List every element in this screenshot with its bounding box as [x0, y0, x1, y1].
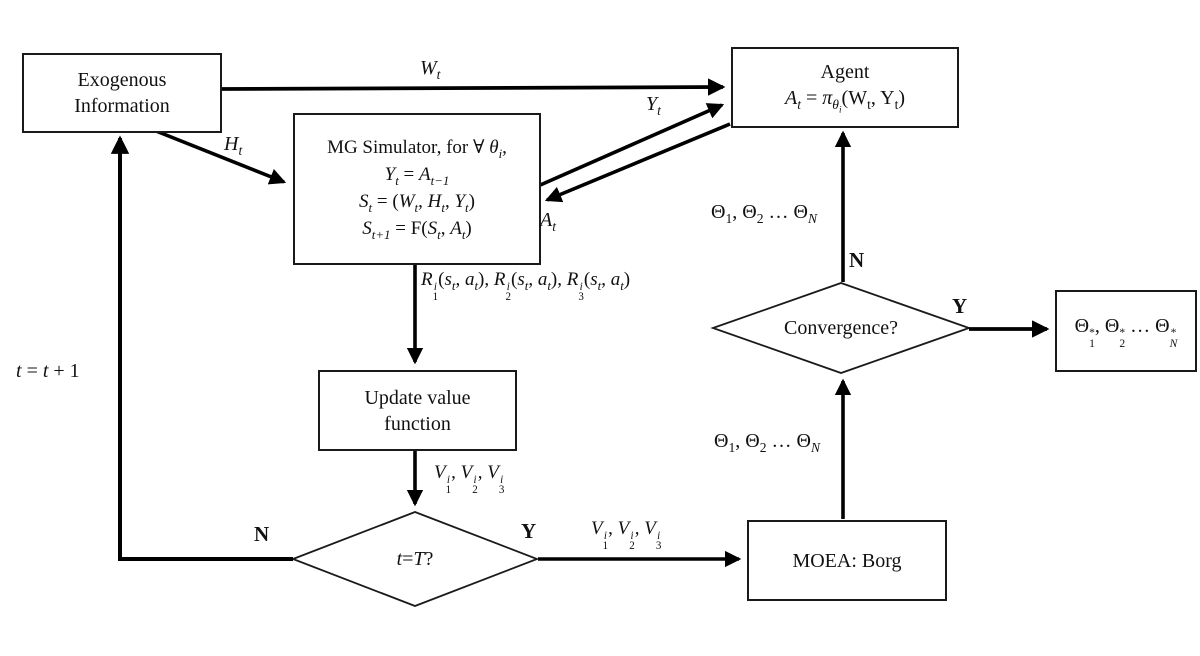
- arrow-ht-exogenous-to-simulator: [150, 127, 287, 185]
- branch-label-n-t-check: N: [254, 522, 270, 546]
- node-agent: Agent At = πθi(Wt, Yt): [731, 47, 959, 128]
- node-update-value-function: Update value function: [318, 370, 517, 451]
- edge-label-t-increment: t = t + 1: [16, 360, 80, 382]
- branch-label-y-t-check: Y: [521, 519, 537, 543]
- exogenous-line2: Information: [74, 95, 170, 117]
- diamond-t-check: [290, 511, 540, 607]
- edge-label-at: At: [540, 209, 556, 234]
- node-output-thetas: Θ*1, Θ*2 … Θ*N: [1055, 290, 1197, 372]
- moea-label: MOEA: Borg: [792, 549, 902, 572]
- arrow-tcheck-no-loop-to-exogenous: [110, 135, 293, 561]
- simulator-line3: St = (Wt, Ht, Yt): [359, 191, 475, 215]
- simulator-line4: St+1 = F(St, At): [362, 217, 472, 242]
- output-label: Θ*1, Θ*2 … Θ*N: [1074, 314, 1178, 351]
- node-exogenous-information: Exogenous Information: [22, 53, 222, 133]
- edge-label-theta-lower: Θ1, Θ2 … ΘN: [714, 430, 821, 455]
- arrow-wt-exogenous-to-agent: [217, 78, 726, 96]
- branch-label-n-convergence: N: [849, 248, 865, 272]
- simulator-line2: Yt = At−1: [384, 164, 450, 188]
- node-mg-simulator: MG Simulator, for ∀ θi, Yt = At−1 St = (…: [293, 113, 541, 265]
- simulator-line1: MG Simulator, for ∀ θi,: [327, 137, 507, 162]
- update-line1: Update value: [364, 386, 471, 409]
- branch-label-y-convergence: Y: [952, 294, 968, 318]
- diamond-convergence: [710, 282, 972, 374]
- edge-label-yt: Yt: [646, 93, 661, 118]
- arrow-at-agent-to-simulator: [544, 122, 731, 203]
- edge-label-theta-upper: Θ1, Θ2 … ΘN: [711, 201, 818, 226]
- agent-line2: At = πθi(Wt, Yt): [784, 87, 906, 115]
- node-moea-borg: MOEA: Borg: [747, 520, 947, 601]
- edge-label-ht: Ht: [224, 133, 243, 158]
- update-line2: function: [384, 412, 451, 435]
- exogenous-line1: Exogenous: [77, 69, 167, 91]
- edge-label-wt: Wt: [420, 57, 441, 82]
- arrow-yt-simulator-to-agent: [537, 103, 725, 188]
- agent-line1: Agent: [820, 61, 870, 84]
